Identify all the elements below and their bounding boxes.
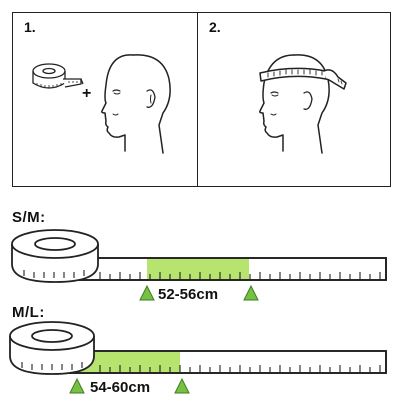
- step-1-number: 1.: [24, 19, 36, 35]
- range-end-marker-icon: [243, 284, 259, 301]
- measuring-tape-roll-icon: [9, 321, 387, 375]
- size-sm-range-label: 52-56cm: [158, 286, 219, 303]
- step-1-panel: 1. +: [12, 12, 198, 187]
- measuring-tape-roll-icon: [11, 229, 387, 283]
- head-with-tape-icon: [259, 54, 347, 154]
- step-2-panel: 2.: [197, 12, 391, 187]
- size-sm-range-highlight: [147, 259, 249, 279]
- range-start-marker-icon: [139, 284, 155, 301]
- size-ml-range-label: 54-60cm: [90, 379, 151, 396]
- plus-sign: +: [82, 85, 92, 102]
- step-1-illustration: [32, 54, 171, 154]
- size-sm-label: S/M:: [12, 209, 46, 226]
- step-2-illustration: [259, 54, 347, 154]
- size-ml-range-highlight: [78, 352, 180, 372]
- step-2-number: 2.: [209, 19, 221, 35]
- head-profile-icon: [101, 54, 171, 154]
- range-start-marker-icon: [69, 377, 85, 394]
- range-end-marker-icon: [174, 377, 190, 394]
- size-ml-label: M/L:: [12, 304, 45, 321]
- measuring-tape-roll-icon: [32, 63, 84, 89]
